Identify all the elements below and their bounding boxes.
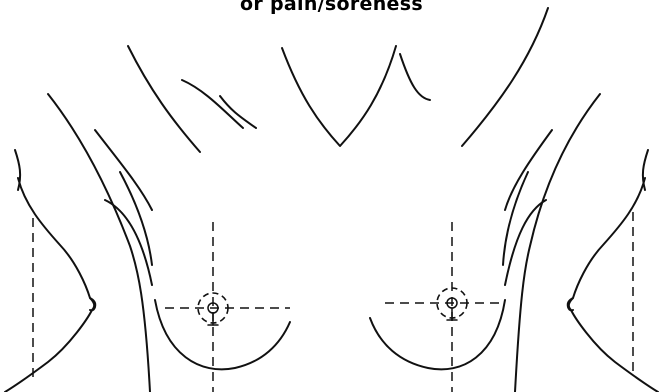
left-side-profile — [5, 150, 95, 392]
right-breast — [370, 222, 505, 392]
right-side-profile — [568, 150, 658, 392]
torso-right-outline — [503, 94, 600, 392]
neck-shoulder-outline — [128, 8, 548, 152]
left-breast — [155, 222, 290, 392]
